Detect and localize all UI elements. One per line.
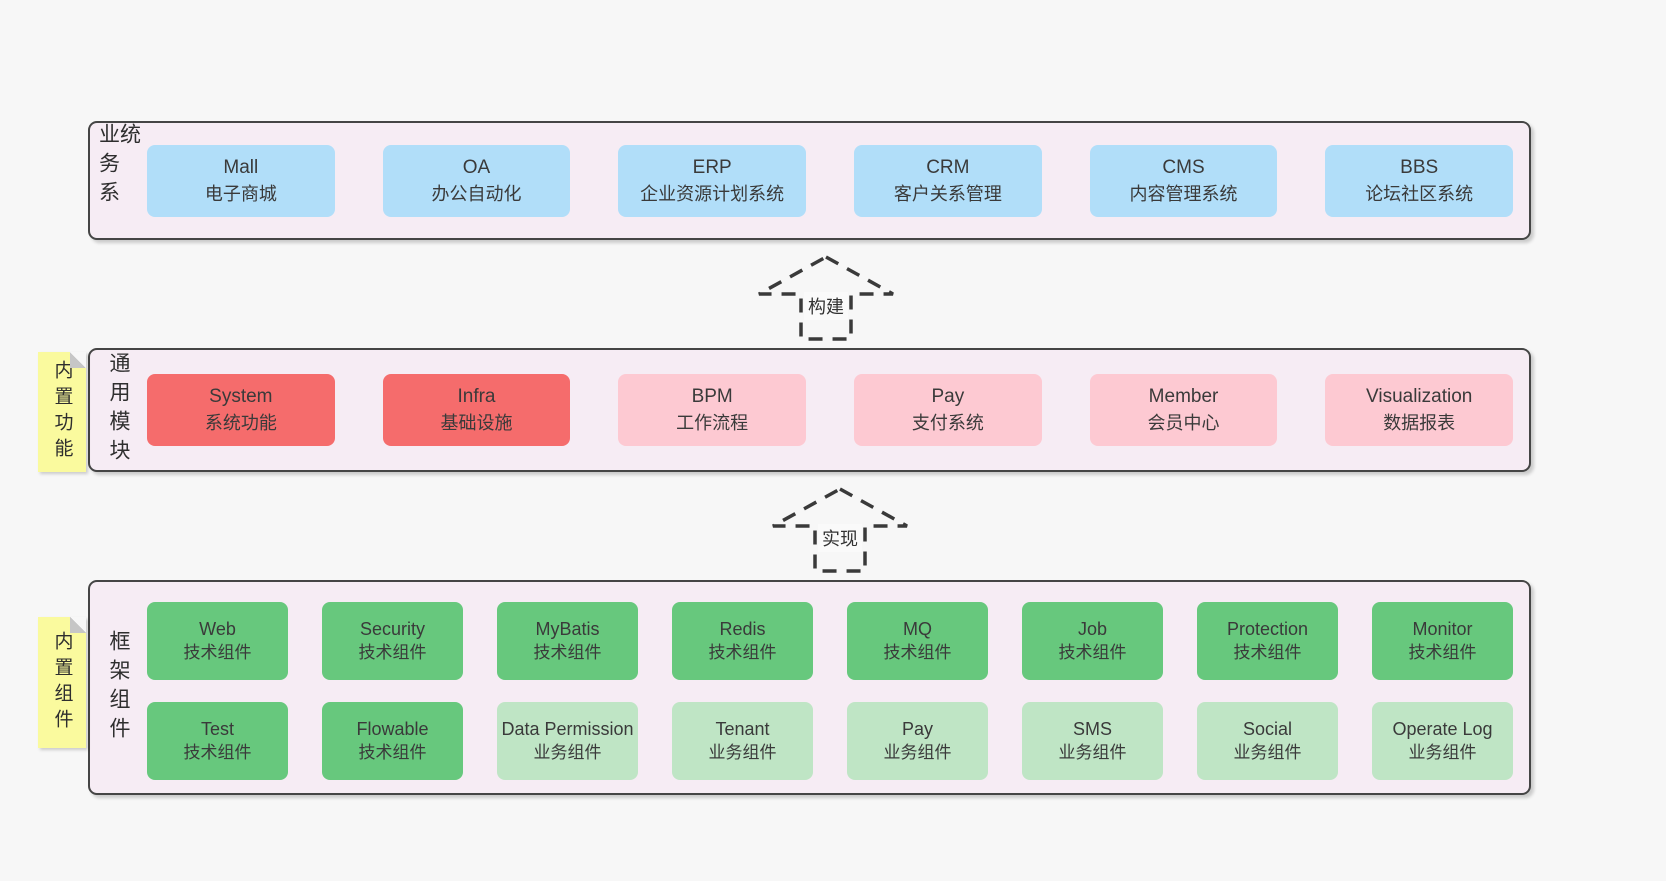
box-web: Web 技术组件 [147, 602, 288, 680]
box-security: Security 技术组件 [322, 602, 463, 680]
note-fold-corner-icon [70, 617, 86, 633]
section-common-modules: 通用模块 System 系统功能 Infra 基础设施 BPM 工作流程 Pay… [88, 348, 1531, 472]
arrow-implement-label: 实现 [818, 524, 862, 552]
box-protection: Protection 技术组件 [1197, 602, 1338, 680]
box-tenant: Tenant 业务组件 [672, 702, 813, 780]
box-operate-log: Operate Log 业务组件 [1372, 702, 1513, 780]
box-bbs: BBS 论坛社区系统 [1325, 144, 1514, 217]
dashed-up-arrow-icon [758, 255, 894, 341]
box-monitor: Monitor 技术组件 [1372, 602, 1513, 680]
section-business-systems: 业务系统 Mall 电子商城 OA 办公自动化 ERP 企业资源计划系统 CRM… [88, 121, 1531, 240]
box-bpm: BPM 工作流程 [618, 374, 807, 446]
box-visualization: Visualization 数据报表 [1325, 374, 1514, 446]
box-oa: OA 办公自动化 [382, 144, 571, 217]
section-label-business: 业务系统 [96, 123, 141, 210]
arrow-implement: 实现 [770, 486, 910, 574]
box-pay-component: Pay 业务组件 [847, 702, 988, 780]
box-data-permission: Data Permission 业务组件 [497, 702, 638, 780]
module-boxes: System 系统功能 Infra 基础设施 BPM 工作流程 Pay 支付系统… [147, 350, 1529, 470]
box-test: Test 技术组件 [147, 702, 288, 780]
box-crm: CRM 客户关系管理 [854, 144, 1042, 217]
note-builtin-components: 内置组件 [38, 617, 86, 748]
box-member: Member 会员中心 [1089, 374, 1278, 446]
dashed-up-arrow-icon [772, 487, 908, 573]
box-pay: Pay 支付系统 [854, 374, 1042, 446]
arrow-build: 构建 [756, 254, 896, 342]
business-boxes: Mall 电子商城 OA 办公自动化 ERP 企业资源计划系统 CRM 客户关系… [147, 123, 1529, 238]
section-label-framework: 框架组件 [107, 629, 130, 746]
framework-boxes: Web 技术组件 Security 技术组件 MyBatis 技术组件 Redi… [147, 582, 1529, 793]
note-builtin-features: 内置功能 [38, 352, 86, 472]
box-system: System 系统功能 [147, 374, 335, 446]
box-job: Job 技术组件 [1022, 602, 1163, 680]
box-sms: SMS 业务组件 [1022, 702, 1163, 780]
arrow-build-label: 构建 [804, 292, 848, 320]
box-infra: Infra 基础设施 [382, 374, 571, 446]
section-framework-components: 框架组件 Web 技术组件 Security 技术组件 MyBatis 技术组件… [88, 580, 1531, 795]
box-flowable: Flowable 技术组件 [322, 702, 463, 780]
section-label-modules: 通用模块 [107, 352, 130, 468]
box-cms: CMS 内容管理系统 [1089, 144, 1278, 217]
box-erp: ERP 企业资源计划系统 [618, 144, 807, 217]
box-mq: MQ 技术组件 [847, 602, 988, 680]
box-mybatis: MyBatis 技术组件 [497, 602, 638, 680]
box-redis: Redis 技术组件 [672, 602, 813, 680]
note-fold-corner-icon [70, 352, 86, 368]
box-social: Social 业务组件 [1197, 702, 1338, 780]
box-mall: Mall 电子商城 [147, 144, 335, 217]
